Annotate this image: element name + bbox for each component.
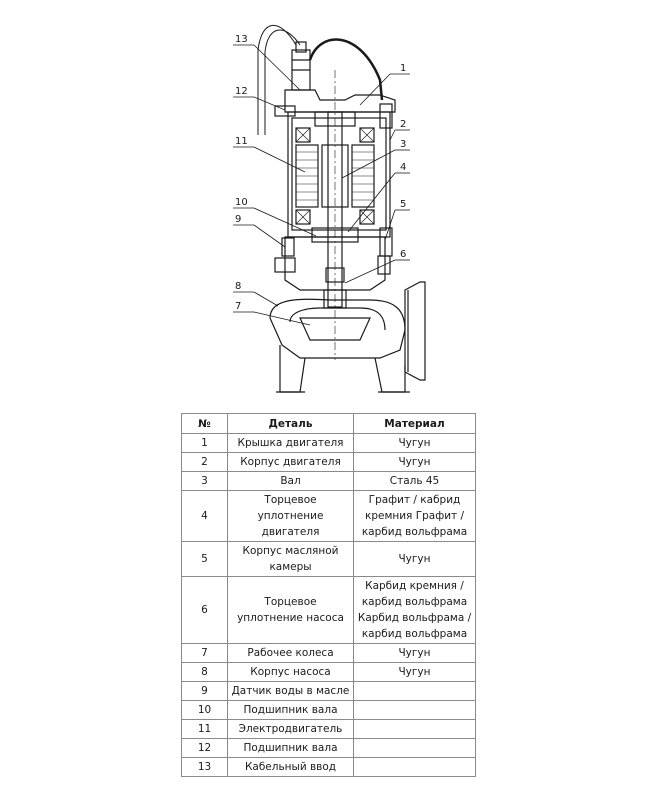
callout-11: 11 <box>235 136 248 147</box>
callout-10: 10 <box>235 197 248 208</box>
row-part: Корпус масляной камеры <box>227 541 354 577</box>
table-row: 8 Корпус насоса Чугун <box>181 662 476 682</box>
row-part: Крышка двигателя <box>227 433 354 453</box>
row-part: Датчик воды в масле <box>227 681 354 701</box>
row-number: 12 <box>181 738 228 758</box>
row-part: Вал <box>227 471 354 491</box>
header-number: № <box>181 413 228 434</box>
table-row: 2 Корпус двигателя Чугун <box>181 452 476 472</box>
row-part: Подшипник вала <box>227 700 354 720</box>
callout-4: 4 <box>400 162 406 173</box>
row-number: 2 <box>181 452 228 472</box>
row-material <box>353 719 476 739</box>
motor-cover <box>284 89 396 113</box>
row-number: 1 <box>181 433 228 453</box>
row-material <box>353 700 476 720</box>
callout-12: 12 <box>235 86 248 97</box>
table-row: 11 Электродвигатель <box>181 719 476 739</box>
oil-chamber <box>284 236 386 291</box>
impeller <box>299 317 371 341</box>
row-number: 9 <box>181 681 228 701</box>
row-part: Рабочее колеса <box>227 643 354 663</box>
table-header-row: № Деталь Материал <box>181 413 476 434</box>
callout-1: 1 <box>400 63 406 74</box>
row-material <box>353 738 476 758</box>
motor-housing <box>287 111 391 238</box>
callout-8: 8 <box>235 281 241 292</box>
row-material: Чугун <box>353 662 476 682</box>
header-material: Материал <box>353 413 476 434</box>
row-number: 8 <box>181 662 228 682</box>
table-row: 12 Подшипник вала <box>181 738 476 758</box>
table-row: 3 Вал Сталь 45 <box>181 471 476 491</box>
table-row: 10 Подшипник вала <box>181 700 476 720</box>
table-row: 13 Кабельный ввод <box>181 757 476 777</box>
row-material <box>353 757 476 777</box>
callout-6: 6 <box>400 249 406 260</box>
row-material: Чугун <box>353 541 476 577</box>
header-part: Деталь <box>227 413 354 434</box>
cable <box>257 24 297 135</box>
callout-5: 5 <box>400 199 406 210</box>
table-row: 7 Рабочее колеса Чугун <box>181 643 476 663</box>
table-row: 6 Торцевое уплотнение насоса Карбид крем… <box>181 576 476 644</box>
row-number: 5 <box>181 541 228 577</box>
parts-materials-table: № Деталь Материал 1 Крышка двигателя Чуг… <box>181 413 476 777</box>
row-number: 10 <box>181 700 228 720</box>
row-number: 11 <box>181 719 228 739</box>
row-number: 4 <box>181 490 228 542</box>
callout-3: 3 <box>400 139 406 150</box>
lifting-handle <box>308 38 384 101</box>
callout-9: 9 <box>235 214 241 225</box>
table-row: 1 Крышка двигателя Чугун <box>181 433 476 453</box>
callout-7: 7 <box>235 301 241 312</box>
cable <box>264 29 301 135</box>
row-material: Сталь 45 <box>353 471 476 491</box>
table-row: 9 Датчик воды в масле <box>181 681 476 701</box>
table-row: 4 Торцевое уплотнение двигателя Графит /… <box>181 490 476 542</box>
row-part: Электродвигатель <box>227 719 354 739</box>
row-part: Корпус двигателя <box>227 452 354 472</box>
row-material: Чугун <box>353 433 476 453</box>
row-number: 3 <box>181 471 228 491</box>
row-part: Торцевое уплотнение насоса <box>227 576 354 644</box>
row-part: Подшипник вала <box>227 738 354 758</box>
row-number: 7 <box>181 643 228 663</box>
callout-2: 2 <box>400 119 406 130</box>
row-material: Графит / кабрид кремния Графит / карбид … <box>353 490 476 542</box>
pump-volute <box>269 298 406 359</box>
table-row: 5 Корпус масляной камеры Чугун <box>181 541 476 577</box>
row-part: Корпус насоса <box>227 662 354 682</box>
row-number: 13 <box>181 757 228 777</box>
row-part: Кабельный ввод <box>227 757 354 777</box>
row-material: Чугун <box>353 452 476 472</box>
row-part: Торцевое уплотнение двигателя <box>227 490 354 542</box>
callout-13: 13 <box>235 34 248 45</box>
row-number: 6 <box>181 576 228 644</box>
row-material <box>353 681 476 701</box>
row-material: Карбид кремния / карбид вольфрама Карбид… <box>353 576 476 644</box>
pump-cross-section-drawing: 1 2 3 4 5 6 13 12 11 10 9 8 7 <box>233 24 426 393</box>
row-material: Чугун <box>353 643 476 663</box>
